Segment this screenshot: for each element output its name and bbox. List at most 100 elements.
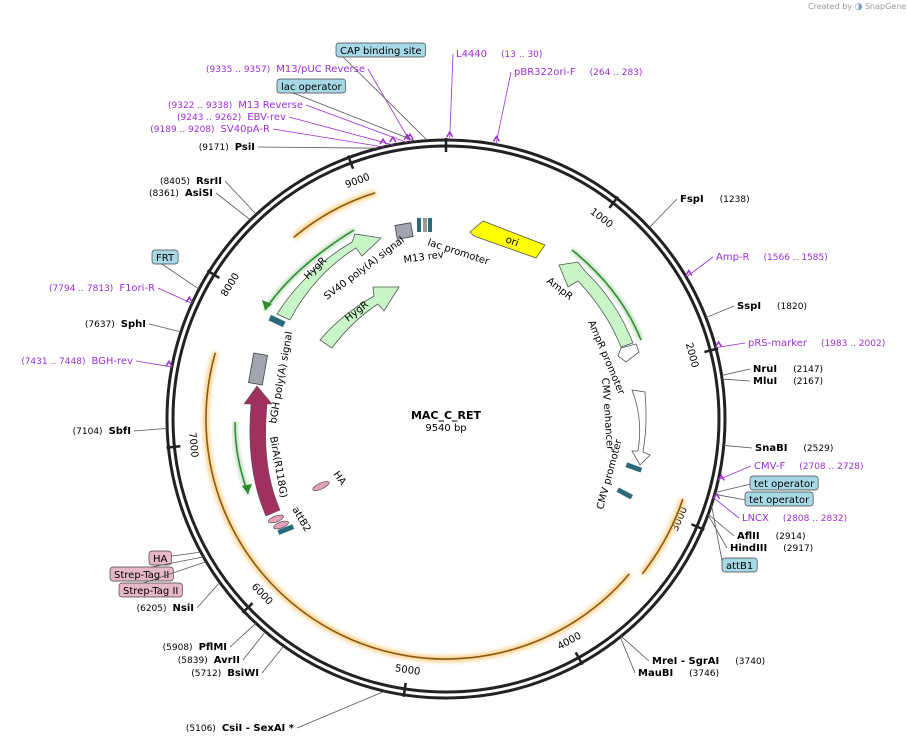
enzyme-site[interactable]: PflMI(5908) — [163, 622, 257, 653]
ha-tag-feature[interactable] — [312, 479, 331, 492]
primer-site[interactable]: CMV-F(2708 .. 2728) — [718, 461, 864, 481]
ori-feature[interactable] — [469, 220, 546, 259]
enzyme-coord: (9171) — [199, 143, 229, 153]
orf-arc[interactable] — [293, 192, 376, 239]
primer-site[interactable]: BGH-rev(7431 .. 7448) — [21, 356, 172, 368]
lac-operator-feature[interactable] — [423, 218, 427, 232]
enzyme-site[interactable]: PsiI(9171) — [199, 142, 379, 153]
orf-glow — [291, 189, 377, 240]
enzyme-site-leader — [707, 513, 735, 537]
hygr-outer-feature[interactable] — [276, 233, 382, 321]
enzyme-coord: (2147) — [793, 365, 823, 375]
enzyme-site[interactable]: AsiSI(8361) — [149, 188, 251, 221]
enzyme-name: MauBI — [638, 668, 673, 679]
annotation-text: Strep-Tag II — [123, 586, 178, 597]
enzyme-site[interactable]: RsrII(8405) — [160, 176, 257, 215]
enzyme-name: MreI - SgrAI — [652, 656, 719, 667]
tick-mark — [166, 444, 181, 449]
enzyme-site[interactable]: BsiWI(5712) — [191, 645, 285, 679]
ampr-feature[interactable] — [558, 261, 634, 348]
primer-site[interactable]: Amp-R(1566 .. 1585) — [685, 252, 828, 278]
tick-label: 2000 — [683, 342, 700, 369]
m13-rev-label: M13 rev — [403, 249, 445, 266]
primer-name: M13 Reverse — [238, 100, 303, 111]
enzyme-site[interactable]: NsiI(6205) — [137, 582, 221, 614]
primer-name: M13/pUC Reverse — [276, 64, 365, 75]
tick-label: 8000 — [219, 271, 242, 298]
enzyme-site-leader — [705, 305, 735, 318]
annotation-box-leader — [714, 493, 747, 501]
bira-feature[interactable] — [243, 385, 281, 517]
orf-arc[interactable] — [205, 352, 630, 660]
primer-site[interactable]: pBR322ori-F(264 .. 283) — [495, 67, 643, 145]
strep-tag-feature-2[interactable] — [272, 519, 289, 530]
primer-site-leader — [449, 53, 454, 141]
enzyme-name: SbfI — [109, 426, 131, 437]
primer-coord: (9243 .. 9262) — [177, 113, 241, 123]
enzyme-site[interactable]: MauBI(3746) — [619, 636, 719, 679]
cap-site-feature[interactable] — [428, 218, 432, 232]
enzyme-site[interactable]: FspI(1238) — [648, 194, 750, 228]
enzyme-site[interactable]: SnaBI(2529) — [723, 443, 834, 454]
primer-site[interactable]: pRS-marker(1983 .. 2002) — [715, 338, 886, 349]
ampr-promoter-feature[interactable] — [617, 343, 640, 363]
primer-site[interactable]: L4440(13 .. 30) — [449, 49, 543, 141]
enzyme-site[interactable]: AflII(2914) — [707, 513, 806, 542]
annotation-box[interactable]: attB1 — [711, 504, 758, 573]
primer-site[interactable]: M13/pUC Reverse(9335 .. 9357) — [206, 64, 411, 143]
enzyme-site[interactable]: NruI(2147) — [721, 364, 823, 376]
cmv-enhancer-feature[interactable] — [631, 389, 651, 466]
enzyme-site[interactable]: HindIII(2917) — [707, 514, 813, 554]
enzyme-site-leader — [648, 198, 678, 228]
bgh-polya-feature[interactable] — [248, 352, 268, 386]
orf-arc[interactable] — [641, 498, 684, 575]
annotation-box[interactable]: tet operator — [715, 475, 819, 493]
annotation-box-bg — [335, 42, 426, 58]
annotation-text: lac operator — [281, 82, 342, 93]
enzyme-site[interactable]: CsiI - SexAI *(5106) — [186, 690, 385, 734]
enzyme-site[interactable]: SbfI(7104) — [73, 426, 168, 437]
primer-coord: (2808 .. 2832) — [783, 514, 847, 524]
enzyme-coord: (2917) — [783, 544, 813, 554]
annotation-box[interactable]: tet operator — [714, 491, 814, 507]
annotation-box[interactable]: CAP binding site — [335, 42, 428, 141]
enzyme-site[interactable]: AvrII(5839) — [178, 631, 266, 666]
frt-marker — [268, 314, 286, 328]
annotation-box[interactable]: Strep-Tag II — [118, 561, 207, 598]
brand-name: SnapGene — [864, 2, 907, 11]
ampr-green-line — [571, 249, 642, 341]
annotation-box[interactable]: FRT — [151, 249, 200, 290]
annotation-box[interactable]: lac operator — [276, 78, 417, 142]
annotation-box[interactable]: HA — [148, 550, 201, 566]
primer-coord: (264 .. 283) — [590, 68, 643, 78]
ori-label: ori — [504, 234, 520, 249]
sv40-polya-feature[interactable] — [394, 222, 414, 240]
lac-promoter-feature[interactable] — [417, 218, 421, 232]
enzyme-site[interactable]: MluI(2167) — [722, 376, 823, 387]
enzyme-name: FspI — [680, 194, 704, 205]
hygr-inner-feature[interactable] — [319, 286, 400, 349]
attb2-feature[interactable] — [277, 524, 295, 535]
primer-binding-icon — [492, 135, 501, 142]
enzyme-site-leader — [215, 192, 251, 221]
bgh-polya-label: bGH poly(A) signal — [268, 331, 295, 425]
enzyme-site-leader — [196, 582, 221, 609]
enzyme-site[interactable]: SspI(1820) — [705, 301, 807, 318]
enzyme-site[interactable]: MreI - SgrAI(3740) — [620, 635, 765, 667]
enzyme-site[interactable]: SphI(7637) — [85, 319, 182, 333]
primer-site[interactable]: F1ori-R(7794 .. 7813) — [49, 283, 193, 304]
primer-site[interactable]: M13 Reverse(9322 .. 9338) — [168, 100, 408, 144]
primer-site-leader — [288, 116, 394, 146]
strep-tag-feature[interactable] — [267, 513, 284, 524]
primer-site[interactable]: EBV-rev(9243 .. 9262) — [177, 112, 394, 146]
primer-site[interactable]: LNCX(2808 .. 2832) — [713, 497, 848, 524]
primer-name: SV40pA-R — [221, 124, 270, 135]
ha-tag-label: HA — [331, 469, 348, 487]
primer-site-leader — [367, 68, 411, 143]
tick-mark — [704, 347, 719, 354]
tick-mark — [574, 651, 584, 666]
annotation-box[interactable]: Strep-Tag II — [109, 556, 204, 582]
orf-arcs — [203, 189, 686, 662]
primer-site[interactable]: SV40pA-R(9189 .. 9208) — [150, 124, 384, 148]
primer-binding-icon — [717, 473, 725, 481]
